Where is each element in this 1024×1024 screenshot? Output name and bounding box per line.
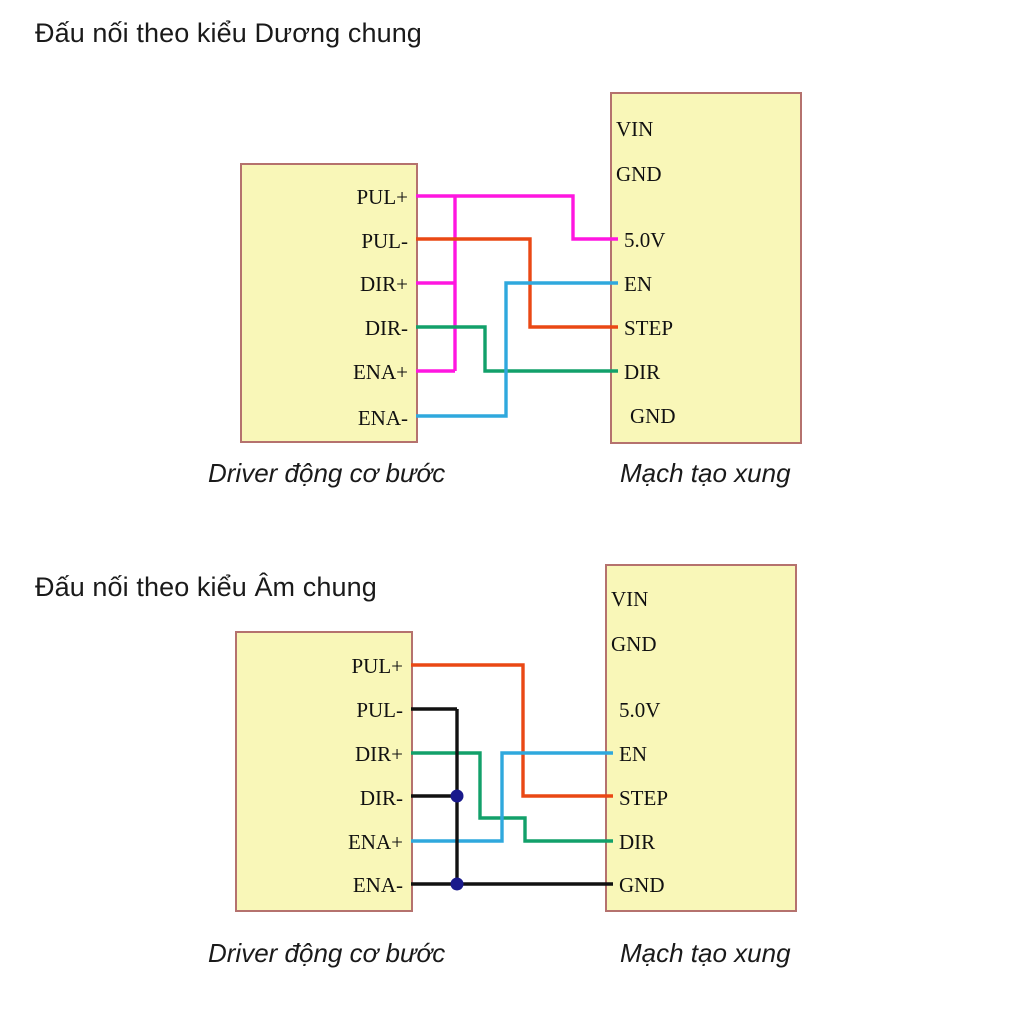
diagram-1-driver-pin-dir-plus: DIR+ <box>359 272 408 296</box>
diagram-1-driver-caption: Driver động cơ bước <box>208 458 446 488</box>
diagram-2-pulse-pin-step: STEP <box>619 786 669 810</box>
wire-d1-pulminus-to-step <box>416 237 618 329</box>
diagram-2-driver-pin-ena-plus: ENA+ <box>347 830 403 854</box>
diagram-1-pulse-pin-gnd-bottom: GND <box>630 404 676 428</box>
wire-d1-enaminus-to-en <box>416 281 618 418</box>
diagram-2-driver-caption: Driver động cơ bước <box>208 938 446 968</box>
wire-d1-pulplus-to-5v <box>416 194 618 241</box>
diagram-1-pulse-caption: Mạch tạo xung <box>620 458 791 488</box>
wire-d2-pulplus-to-step <box>411 663 613 798</box>
diagram-1-driver-pin-ena-minus: ENA- <box>357 406 408 430</box>
diagram-1-driver-pin-pul-minus: PUL- <box>361 229 408 253</box>
diagram-1-driver-pin-pul-plus: PUL+ <box>356 185 408 209</box>
diagram-1-title: Đấu nối theo kiểu Dương chung <box>35 18 422 48</box>
diagram-2-driver-pin-pul-minus: PUL- <box>356 698 403 722</box>
diagram-2-driver-pin-dir-minus: DIR- <box>359 786 403 810</box>
diagram-2-pulse-pin-en: EN <box>619 742 647 766</box>
diagram-2-driver-pin-dir-plus: DIR+ <box>354 742 403 766</box>
wire-d2-enaplus-to-en <box>411 751 613 843</box>
junction-dot-dir-minus <box>450 789 464 803</box>
diagram-2-pulse-block <box>605 564 797 912</box>
diagram-2-pulse-pin-gnd-bottom: GND <box>619 873 665 897</box>
diagram-1-pulse-pin-5v: 5.0V <box>624 228 666 252</box>
diagram-2-pulse-pin-gnd-top: GND <box>611 632 657 656</box>
diagram-1-pulse-pin-en: EN <box>624 272 652 296</box>
diagram-1-pulse-pin-gnd-top: GND <box>616 162 662 186</box>
diagram-2-driver-pin-ena-minus: ENA- <box>352 873 403 897</box>
diagram-2-pulse-caption: Mạch tạo xung <box>620 938 791 968</box>
diagram-1-pulse-block <box>610 92 802 444</box>
wire-d2-dirplus-to-dir <box>411 751 613 843</box>
diagram-2-pulse-pin-vin: VIN <box>611 587 649 611</box>
diagram-2-driver-block <box>235 631 413 912</box>
diagram-1-driver-pin-ena-plus: ENA+ <box>352 360 408 384</box>
wire-d1-dirminus-to-dir <box>416 325 618 373</box>
diagram-1-driver-pin-dir-minus: DIR- <box>364 316 408 340</box>
diagram-1-pulse-pin-step: STEP <box>624 316 674 340</box>
diagram-2-pulse-pin-dir: DIR <box>619 830 656 854</box>
diagram-1-pulse-pin-vin: VIN <box>616 117 654 141</box>
diagram-1-pulse-pin-dir: DIR <box>624 360 661 384</box>
diagram-2-pulse-pin-5v: 5.0V <box>619 698 661 722</box>
diagram-2-title: Đấu nối theo kiểu Âm chung <box>35 572 377 602</box>
diagram-1-driver-block <box>240 163 418 443</box>
diagram-2-driver-pin-pul-plus: PUL+ <box>351 654 403 678</box>
junction-dot-ena-minus <box>450 877 464 891</box>
